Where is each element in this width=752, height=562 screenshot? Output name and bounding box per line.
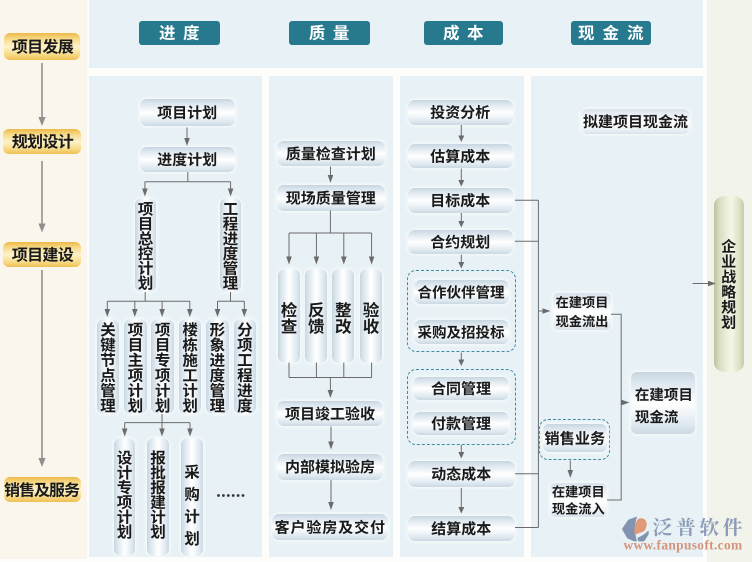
svg-text:www.fanpusoft.com: www.fanpusoft.com [623,538,742,553]
